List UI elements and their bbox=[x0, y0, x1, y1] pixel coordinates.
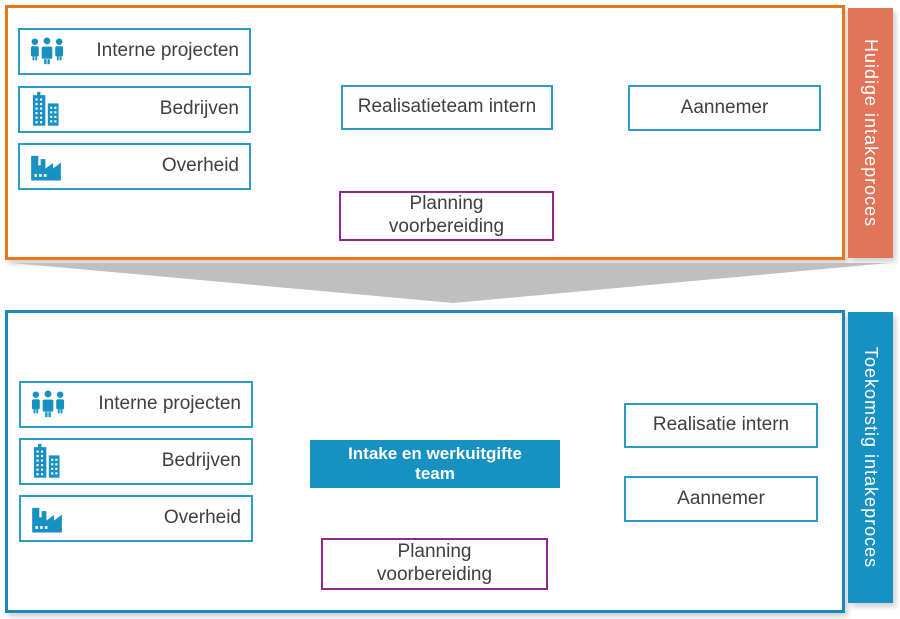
source-label: Bedrijven bbox=[161, 450, 241, 472]
office-buildings-icon bbox=[28, 91, 66, 129]
future-process-banner: Toekomstig intakeproces bbox=[848, 312, 893, 603]
current-banner-label: Huidige intakeproces bbox=[861, 38, 881, 228]
source-label: Overheid bbox=[163, 507, 241, 529]
realisatie-intern-box: Realisatie intern bbox=[624, 403, 818, 448]
aannemer-box-future: Aannemer bbox=[624, 476, 818, 522]
intake-werkuitgifte-team-box: Intake en werkuitgifte team bbox=[310, 440, 560, 488]
realisatie-intern-label: Realisatie intern bbox=[652, 414, 790, 436]
people-group-icon bbox=[29, 386, 67, 424]
source-box-bedrijven: Bedrijven bbox=[18, 86, 251, 133]
source-label: Overheid bbox=[161, 155, 239, 177]
source-label: Interne projecten bbox=[98, 393, 241, 415]
source-box-bedrijven: Bedrijven bbox=[19, 438, 253, 485]
aannemer-label: Aannemer bbox=[680, 96, 769, 118]
intake-werkuitgifte-team-label: Intake en werkuitgifte team bbox=[348, 443, 522, 483]
realisatieteam-intern-box: Realisatieteam intern bbox=[341, 85, 553, 130]
factory-icon bbox=[29, 500, 67, 538]
planning-label: Planning voorbereiding bbox=[388, 193, 505, 237]
office-buildings-icon bbox=[29, 443, 67, 481]
realisatieteam-intern-label: Realisatieteam intern bbox=[357, 96, 537, 118]
aannemer-label: Aannemer bbox=[677, 487, 765, 509]
source-box-interne-projecten: Interne projecten bbox=[19, 381, 253, 428]
planning-voorbereiding-box-current: Planning voorbereiding bbox=[339, 191, 554, 241]
planning-label: Planning voorbereiding bbox=[376, 541, 493, 585]
planning-voorbereiding-box-future: Planning voorbereiding bbox=[321, 538, 548, 590]
transition-down-arrow bbox=[12, 263, 889, 303]
aannemer-box-current: Aannemer bbox=[628, 85, 821, 131]
source-box-overheid: Overheid bbox=[19, 495, 253, 542]
source-label: Interne projecten bbox=[96, 40, 239, 62]
future-banner-label: Toekomstig intakeproces bbox=[861, 346, 881, 569]
source-box-interne-projecten: Interne projecten bbox=[18, 28, 251, 75]
people-group-icon bbox=[28, 33, 66, 71]
source-label: Bedrijven bbox=[159, 98, 239, 120]
source-box-overheid: Overheid bbox=[18, 143, 251, 190]
factory-icon bbox=[28, 148, 66, 186]
current-process-banner: Huidige intakeproces bbox=[848, 8, 893, 258]
